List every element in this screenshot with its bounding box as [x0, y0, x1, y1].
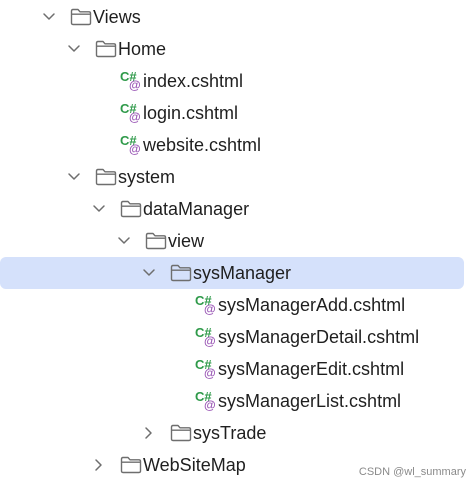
tree-item-label: WebSiteMap: [143, 455, 246, 475]
chevron-down-icon[interactable]: [116, 233, 132, 249]
tree-item-label: index.cshtml: [143, 71, 244, 91]
chevron-down-icon[interactable]: [41, 9, 57, 25]
razor-badge: @: [129, 78, 141, 92]
tree-folder-row[interactable]: sysManager: [0, 257, 474, 289]
folder-icon: [95, 40, 117, 58]
tree-item-label: sysManagerAdd.cshtml: [218, 295, 406, 315]
tree-folder-row[interactable]: WebSiteMap: [0, 449, 474, 481]
tree-item-label: system: [118, 167, 176, 187]
tree-file-row[interactable]: C#@sysManagerDetail.cshtml: [0, 321, 474, 353]
chevron-right-icon[interactable]: [141, 425, 157, 441]
tree-folder-row[interactable]: Views: [0, 1, 474, 33]
csharp-file-icon: C#@: [195, 294, 217, 316]
tree-file-row[interactable]: C#@login.cshtml: [0, 97, 474, 129]
tree-item-label: login.cshtml: [143, 103, 239, 123]
chevron-right-icon[interactable]: [91, 457, 107, 473]
tree-item-label: website.cshtml: [143, 135, 262, 155]
tree-item-label: sysManagerEdit.cshtml: [218, 359, 405, 379]
tree-item-label: dataManager: [143, 199, 250, 219]
tree-item-label: sysTrade: [193, 423, 267, 443]
folder-icon: [120, 456, 142, 474]
tree-folder-row[interactable]: sysTrade: [0, 417, 474, 449]
folder-icon: [170, 264, 192, 282]
tree-folder-row[interactable]: system: [0, 161, 474, 193]
csharp-glyph: C#: [120, 133, 137, 148]
tree-item-label: Views: [93, 7, 141, 27]
csharp-file-icon: C#@: [120, 134, 142, 156]
csharp-glyph: C#: [120, 101, 137, 116]
tree-file-row[interactable]: C#@sysManagerAdd.cshtml: [0, 289, 474, 321]
razor-badge: @: [204, 334, 216, 348]
chevron-down-icon[interactable]: [66, 41, 82, 57]
selection-highlight: [0, 257, 464, 289]
csharp-glyph: C#: [195, 325, 212, 340]
folder-icon: [70, 8, 92, 26]
chevron-down-icon[interactable]: [141, 265, 157, 281]
csharp-glyph: C#: [120, 69, 137, 84]
tree-item-label: sysManager: [193, 263, 292, 283]
chevron-down-icon[interactable]: [91, 201, 107, 217]
razor-badge: @: [204, 366, 216, 380]
tree-file-row[interactable]: C#@sysManagerList.cshtml: [0, 385, 474, 417]
folder-icon: [95, 168, 117, 186]
csharp-glyph: C#: [195, 357, 212, 372]
folder-icon: [170, 424, 192, 442]
chevron-down-icon[interactable]: [66, 169, 82, 185]
razor-badge: @: [204, 398, 216, 412]
tree-item-label: view: [168, 231, 205, 251]
csharp-glyph: C#: [195, 389, 212, 404]
tree-item-label: sysManagerDetail.cshtml: [218, 327, 420, 347]
razor-badge: @: [129, 110, 141, 124]
tree-folder-row[interactable]: Home: [0, 33, 474, 65]
csharp-file-icon: C#@: [120, 70, 142, 92]
watermark: CSDN @wl_summary: [358, 466, 466, 478]
tree-file-row[interactable]: C#@sysManagerEdit.cshtml: [0, 353, 474, 385]
tree-item-label: sysManagerList.cshtml: [218, 391, 402, 411]
tree-folder-row[interactable]: view: [0, 225, 474, 257]
csharp-file-icon: C#@: [120, 102, 142, 124]
csharp-file-icon: C#@: [195, 326, 217, 348]
folder-icon: [145, 232, 167, 250]
folder-icon: [120, 200, 142, 218]
tree-item-label: Home: [118, 39, 167, 59]
tree-file-row[interactable]: C#@index.cshtml: [0, 65, 474, 97]
razor-badge: @: [204, 302, 216, 316]
csharp-glyph: C#: [195, 293, 212, 308]
csharp-file-icon: C#@: [195, 390, 217, 412]
csharp-file-icon: C#@: [195, 358, 217, 380]
razor-badge: @: [129, 142, 141, 156]
tree-folder-row[interactable]: dataManager: [0, 193, 474, 225]
tree-file-row[interactable]: C#@website.cshtml: [0, 129, 474, 161]
